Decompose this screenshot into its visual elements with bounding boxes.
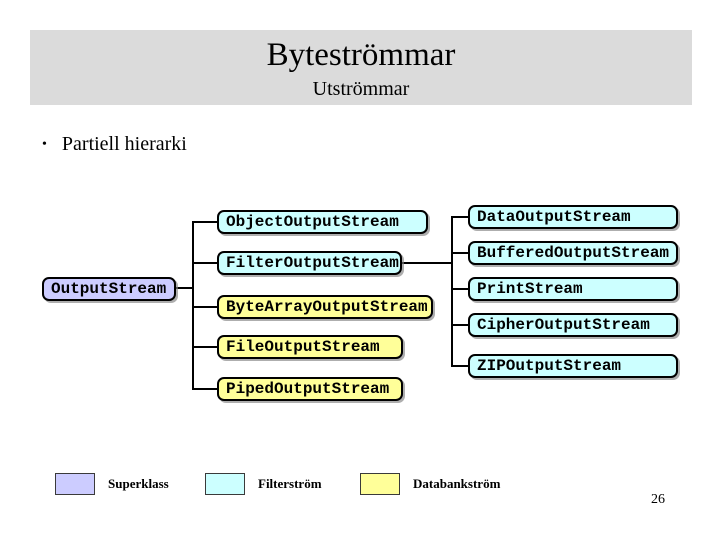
connector-stub-bytearrayoutputstream <box>192 306 218 308</box>
connector-stub-fileoutputstream <box>192 346 218 348</box>
node-bufferedoutputstream: BufferedOutputStream <box>468 241 678 265</box>
bullet-item: • Partiell hierarki <box>42 133 187 156</box>
slide-title-bar: Byteströmmar Utströmmar <box>30 30 692 105</box>
node-objectoutputstream: ObjectOutputStream <box>217 210 428 234</box>
node-bytearrayoutputstream: ByteArrayOutputStream <box>217 295 433 319</box>
node-printstream: PrintStream <box>468 277 678 301</box>
slide-subtitle: Utströmmar <box>312 78 410 100</box>
node-cipheroutputstream: CipherOutputStream <box>468 313 678 337</box>
connector-root-horizontal <box>176 287 193 289</box>
node-dataoutputstream: DataOutputStream <box>468 205 678 229</box>
legend-item-superklass: Superklass <box>55 472 169 495</box>
connector-right-trunk <box>451 216 453 367</box>
bullet-text: Partiell hierarki <box>61 133 187 155</box>
legend-label-superklass: Superklass <box>108 475 169 491</box>
node-zipoutputstream: ZIPOutputStream <box>468 354 678 378</box>
legend-swatch-superklass <box>55 472 95 495</box>
legend-label-databankstrom: Databankström <box>413 475 501 491</box>
legend-item-filterstrom: Filterström <box>205 472 322 495</box>
connector-stub-bufferedoutputstream <box>451 252 469 254</box>
legend-swatch-filterstrom <box>205 472 245 495</box>
connector-stub-printstream <box>451 288 469 290</box>
legend-item-databankstrom: Databankström <box>360 472 500 495</box>
connector-stub-dataoutputstream <box>451 216 469 218</box>
connector-stub-zipoutputstream <box>451 365 469 367</box>
node-outputstream: OutputStream <box>42 277 176 301</box>
bullet-icon: • <box>42 137 47 152</box>
legend-label-filterstrom: Filterström <box>258 475 322 491</box>
page-number: 26 <box>651 492 665 507</box>
connector-stub-pipedoutputstream <box>192 388 218 390</box>
node-fileoutputstream: FileOutputStream <box>217 335 403 359</box>
node-filteroutputstream: FilterOutputStream <box>217 251 402 275</box>
connector-left-trunk <box>192 221 194 390</box>
connector-filter-horizontal <box>401 262 452 264</box>
node-pipedoutputstream: PipedOutputStream <box>217 377 403 401</box>
connector-stub-cipheroutputstream <box>451 324 469 326</box>
slide-title: Byteströmmar <box>266 37 456 73</box>
connector-stub-objectoutputstream <box>192 221 218 223</box>
legend-swatch-databankstrom <box>360 472 400 495</box>
connector-stub-filteroutputstream <box>192 262 218 264</box>
